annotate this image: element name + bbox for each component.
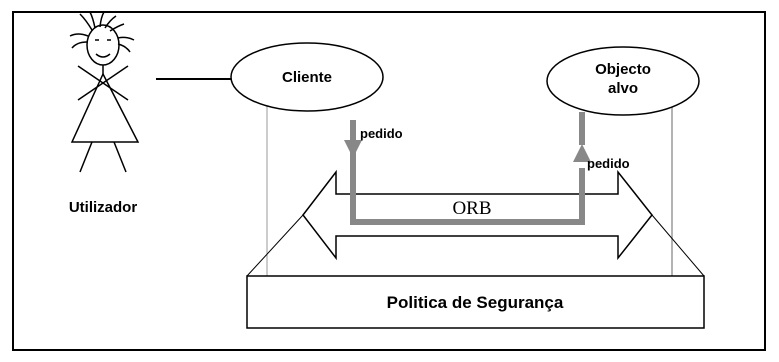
request-down-arrow-icon [344, 140, 362, 158]
orb-label: ORB [452, 198, 491, 219]
target-label-line2: alvo [608, 80, 638, 97]
policy-left-connector [246, 214, 304, 277]
target-object-node [546, 46, 700, 116]
diagram-frame [12, 11, 766, 351]
request-up-arrow-icon [573, 144, 591, 162]
target-label-line1: Objecto [595, 61, 651, 78]
user-figure-icon [69, 11, 140, 173]
security-policy-box [246, 275, 705, 329]
request-label-target: pedido [587, 156, 630, 171]
request-label-client: pedido [360, 126, 403, 141]
user-label: Utilizador [69, 199, 137, 216]
request-path [350, 120, 585, 225]
policy-label: Politica de Segurança [387, 293, 564, 312]
client-label: Cliente [282, 69, 332, 86]
client-node [230, 42, 384, 112]
policy-right-connector [651, 214, 705, 277]
